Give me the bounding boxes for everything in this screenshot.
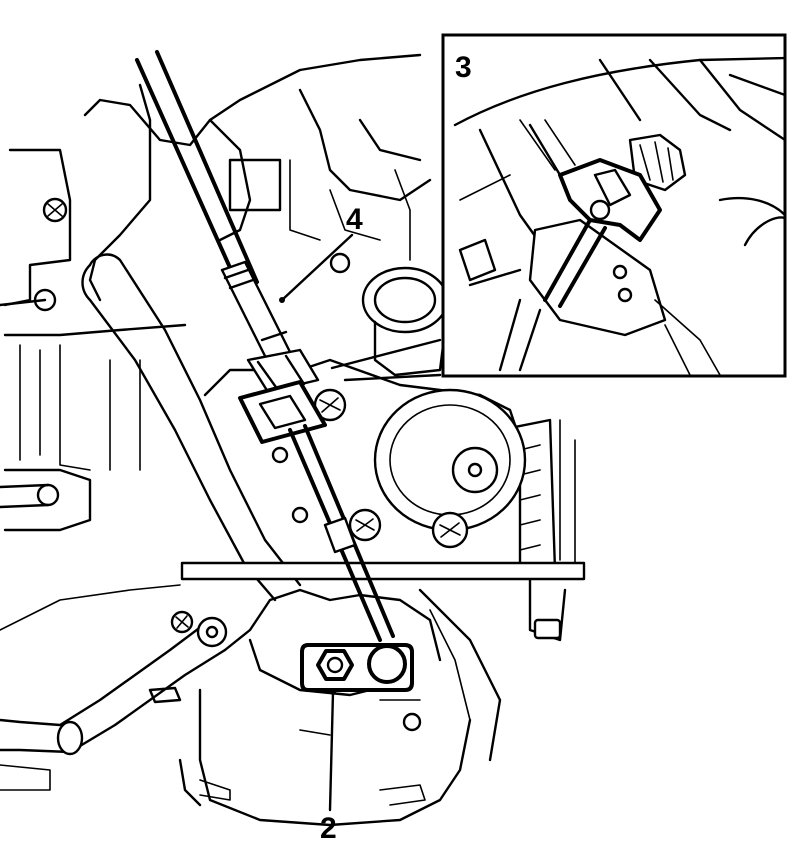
shift-cable — [135, 50, 395, 642]
callout-3: 3 — [455, 51, 472, 84]
callout-2: 2 — [320, 812, 337, 845]
selector-lever — [300, 643, 414, 692]
detail-inset — [441, 33, 787, 378]
gearbox-housing — [0, 53, 586, 827]
callout-4: 4 — [346, 203, 363, 236]
leader-lines — [279, 233, 442, 812]
callout-labels: 4 3 2 — [320, 51, 472, 845]
